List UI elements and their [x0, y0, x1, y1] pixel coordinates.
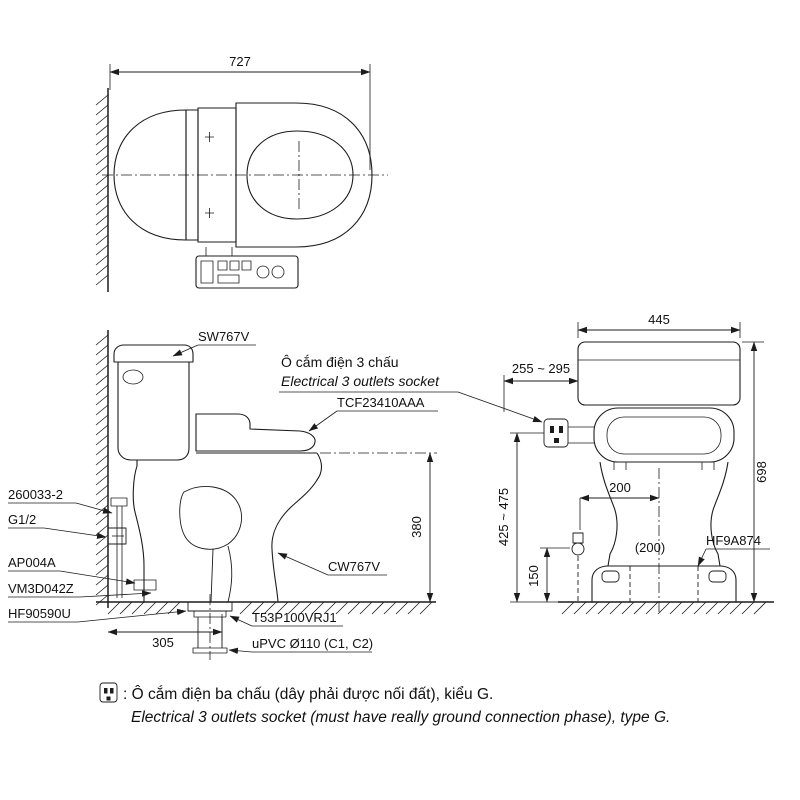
- front-view: 445 255 ~ 295 698: [496, 312, 774, 615]
- supply-connector-label: 260033-2: [8, 487, 63, 502]
- tank-lid-side: [113, 344, 194, 363]
- hinge-ticks: [613, 462, 715, 470]
- washlet-front-view: [593, 407, 735, 463]
- bolt-cap-left: [601, 570, 620, 583]
- supply-connector: [110, 497, 128, 507]
- trapway-curve: [179, 485, 243, 550]
- flush-button: [122, 369, 144, 385]
- tank-label: SW767V: [198, 329, 250, 344]
- bowl-front-profile: [271, 452, 323, 603]
- tank-top-view: [113, 109, 187, 241]
- dim-depth-value: 727: [229, 54, 251, 69]
- socket-callout-vi: Ô cắm điện 3 chấu: [281, 354, 399, 370]
- trapway-outlet-lines: [210, 545, 233, 603]
- pedestal-front-view: [591, 461, 737, 602]
- dim-socket-offset-value: 255 ~ 295: [512, 361, 570, 376]
- floor-hatch: [561, 601, 767, 615]
- socket-icon: [543, 418, 594, 448]
- panel-button: [217, 274, 240, 284]
- dim-seat-height-value: 380: [409, 516, 424, 538]
- top-view: 727: [95, 54, 388, 292]
- side-view: 380 305 SW767V TCF23410AAA CW767V 260033…: [8, 329, 543, 660]
- tank-body-side: [117, 361, 190, 461]
- tank-front-view: [577, 341, 741, 406]
- bowl-rear-profile: [132, 460, 145, 602]
- socket-icon: [99, 682, 118, 703]
- drain-assembly: [187, 594, 233, 660]
- drain-pipe-label: uPVC Ø110 (C1, C2): [252, 636, 373, 651]
- dimension-150: 150: [526, 547, 570, 603]
- drain-joint-label: T53P100VRJ1: [252, 610, 337, 625]
- footnote-en: Electrical 3 outlets socket (must have r…: [131, 709, 670, 726]
- panel-round-button: [256, 265, 270, 279]
- dimension-255-295: 255 ~ 295: [503, 361, 579, 412]
- panel-button: [241, 260, 252, 271]
- bolt-cap-label-group: HF9A874: [697, 533, 770, 567]
- panel-button: [217, 260, 228, 271]
- panel-display: [200, 260, 214, 284]
- dim-width-value: 445: [648, 312, 670, 327]
- socket-callout: Ô cắm điện 3 chấu Electrical 3 outlets s…: [279, 354, 543, 423]
- dim-socket-height-value: 425 ~ 475: [496, 488, 511, 546]
- panel-button: [229, 260, 240, 271]
- dim-total-height-value: 698: [754, 461, 769, 483]
- footnote: : Ô cắm điện ba chấu (dây phải được nối …: [99, 682, 670, 726]
- floor-flange-label: HF90590U: [8, 606, 71, 621]
- bolt-cap-right: [708, 570, 727, 583]
- dimension-200: 200: [579, 480, 660, 530]
- control-panel: [195, 247, 299, 289]
- stop-valve-side: [107, 527, 127, 545]
- dim-bolt-spacing-value: (200): [635, 540, 665, 555]
- bowl-label: CW767V: [328, 559, 380, 574]
- dimension-445: 445: [577, 312, 741, 338]
- socket-callout-en: Electrical 3 outlets socket: [281, 373, 440, 389]
- wall-hatch: [95, 334, 109, 606]
- dim-supply-offset-value: 200: [609, 480, 631, 495]
- floor-hatch: [107, 601, 433, 615]
- gasket-label: VM3D042Z: [8, 581, 74, 596]
- bolt-cap-label: HF9A874: [706, 533, 761, 548]
- fixing-flange: [133, 579, 157, 591]
- wall-hatch: [95, 94, 109, 286]
- dim-supply-height-value: 150: [526, 565, 541, 587]
- dim-outlet-offset-value: 305: [152, 635, 174, 650]
- supply-thread-label: G1/2: [8, 512, 36, 527]
- washlet-label: TCF23410AAA: [337, 395, 425, 410]
- hinge-screw-marks: [205, 132, 214, 218]
- water-supply-assembly: [107, 497, 157, 598]
- washlet-side-profile: [195, 413, 316, 452]
- fixing-part-label: AP004A: [8, 555, 56, 570]
- stop-valve-front: [571, 532, 585, 602]
- panel-round-button: [271, 265, 285, 279]
- part-labels: SW767V TCF23410AAA CW767V 260033-2 G1/2 …: [8, 329, 438, 654]
- footnote-vi: : Ô cắm điện ba chấu (dây phải được nối …: [123, 686, 493, 703]
- dimension-305: 305: [107, 614, 223, 650]
- dimension-727: 727: [109, 54, 371, 170]
- seat-front-view: [606, 416, 722, 455]
- dimension-380: 380: [320, 452, 437, 603]
- dimension-698: 698: [742, 341, 769, 603]
